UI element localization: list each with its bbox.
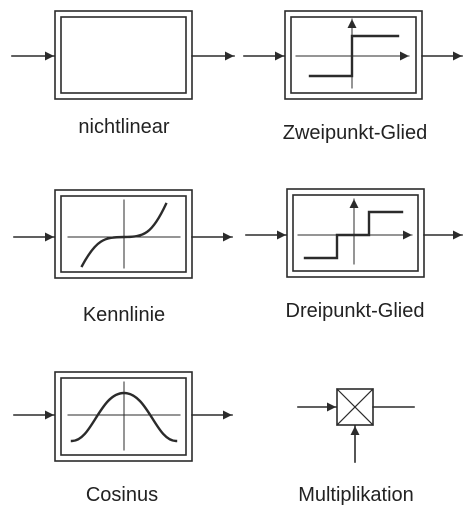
multiplier-cross-b: [336, 388, 374, 426]
block-frame-outer: [54, 189, 193, 279]
label-cosinus: Cosinus: [86, 484, 158, 506]
block-frame-inner: [60, 16, 187, 94]
cosine-characteristic: [70, 391, 178, 443]
block-frame-inner: [60, 377, 187, 456]
label-kennlinie: Kennlinie: [83, 304, 165, 326]
block-frame-outer: [286, 188, 425, 278]
block-multiplikation: [297, 388, 415, 463]
label-zweipunkt-glied: Zweipunkt-Glied: [283, 122, 428, 144]
block-frame-inner: [290, 16, 417, 94]
block-frame-outer: [284, 10, 423, 100]
block-frame-outer: [54, 371, 193, 462]
block-frame-inner: [60, 195, 187, 273]
block-nichtlinear: [11, 10, 235, 100]
block-frame-inner: [292, 194, 419, 272]
block-frame-outer: [54, 10, 193, 100]
label-dreipunkt-glied: Dreipunkt-Glied: [286, 300, 425, 322]
label-multiplikation: Multiplikation: [298, 484, 414, 506]
block-kennlinie: [13, 189, 233, 279]
label-nichtlinear: nichtlinear: [78, 116, 170, 138]
block-cosinus: [13, 371, 233, 462]
cubic-characteristic: [80, 202, 168, 268]
two-point-characteristic: [308, 34, 400, 78]
block-dreipunkt-glied: [245, 188, 463, 278]
block-zweipunkt-glied: [243, 10, 463, 100]
three-point-characteristic: [303, 210, 404, 260]
